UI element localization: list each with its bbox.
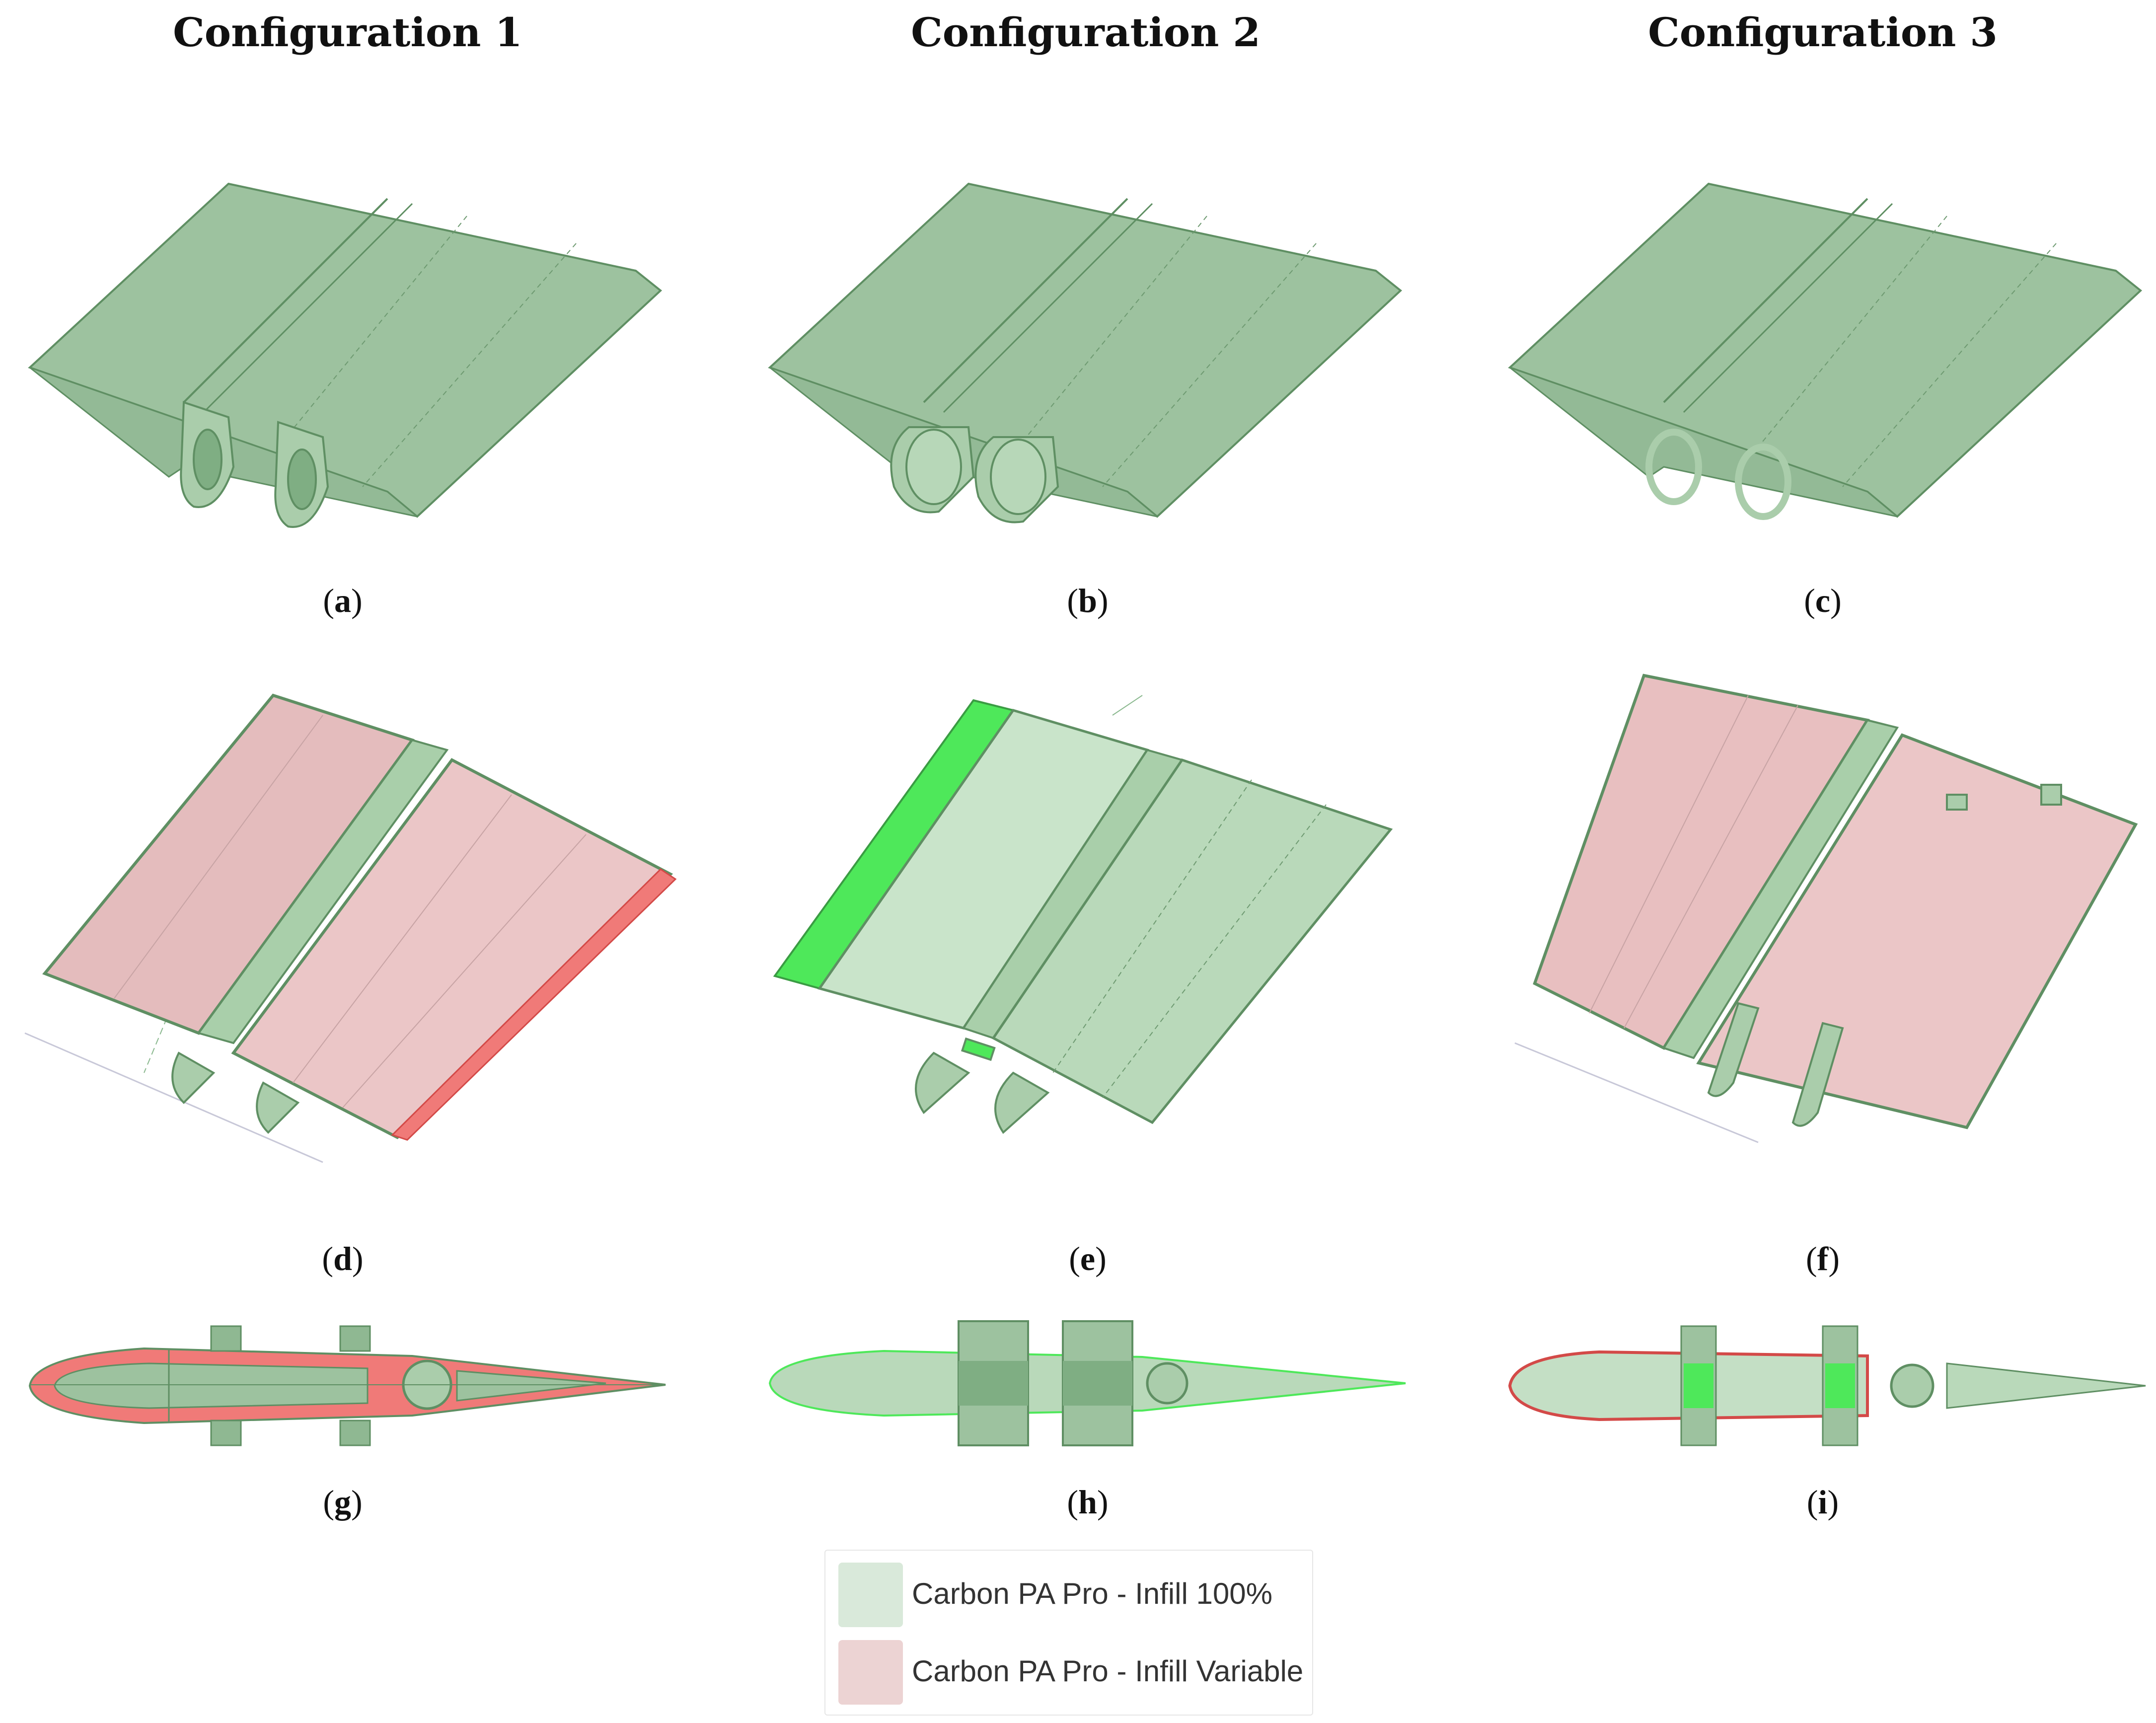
inner-solid-core [54,1362,369,1409]
hinge-rib-strip [197,739,449,1045]
panel-b-isometric-wing [768,182,1403,524]
panel-g-profile-view [28,1325,666,1446]
hinge-bracket-left [180,401,235,508]
hinge-bracket-pair [171,1051,300,1134]
clamp-pair [915,1037,1050,1134]
column-title-1: Configuration 1 [173,9,522,56]
wing-front-face [1509,367,1898,518]
legend: Carbon PA Pro - Infill 100% Carbon PA Pr… [824,1550,1313,1716]
legend-swatch-infill-100 [838,1563,903,1627]
panel-c-isometric-wing [1508,182,2143,520]
panel-label-c: (c) [1804,582,1842,619]
legend-swatch-infill-variable [838,1640,903,1705]
infill-variable-aft-section [231,758,673,1139]
legend-label-infill-variable: Carbon PA Pro - Infill Variable [912,1654,1304,1688]
hinge-rib-strip [1662,719,1899,1059]
hinge-pivot [1146,1362,1189,1405]
legend-label-infill-100: Carbon PA Pro - Infill 100% [912,1577,1272,1610]
panel-label-i: (i) [1806,1483,1839,1521]
clamp-ring-left [890,426,975,514]
thin-ring-right [1735,444,1791,520]
clamp-ring-right [974,436,1059,524]
hinge-bracket-right [274,421,329,528]
red-infill-trailing-edge [391,868,677,1141]
column-title-3: Configuration 3 [1648,9,1998,56]
panel-label-d: (d) [322,1240,364,1277]
panel-f-section-view [1514,674,2138,1143]
legend-item-infill-variable: Carbon PA Pro - Infill Variable [838,1640,1305,1705]
wing-upper-surface [28,182,663,518]
column-title-2: Configuration 2 [911,9,1261,56]
panel-label-a: (a) [323,582,363,619]
panel-d-section-view [24,693,677,1163]
panel-label-h: (h) [1067,1483,1109,1521]
panel-h-profile-view [768,1320,1406,1446]
panel-e-section-view [773,695,1393,1134]
panel-a-isometric-wing [28,182,663,528]
wing-upper-surface [1508,182,2143,518]
panel-label-e: (e) [1069,1240,1107,1277]
thin-ring-left [1645,429,1702,505]
panel-label-b: (b) [1067,582,1109,619]
panel-label-g: (g) [323,1483,363,1521]
wing-upper-surface [768,182,1403,518]
clamp-pair [1707,784,2062,1127]
hinge-pivot [1890,1363,1934,1408]
panel-i-profile-view [1508,1325,2146,1446]
legend-item-infill-100: Carbon PA Pro - Infill 100% [838,1563,1305,1627]
panel-label-f: (f) [1806,1240,1840,1277]
